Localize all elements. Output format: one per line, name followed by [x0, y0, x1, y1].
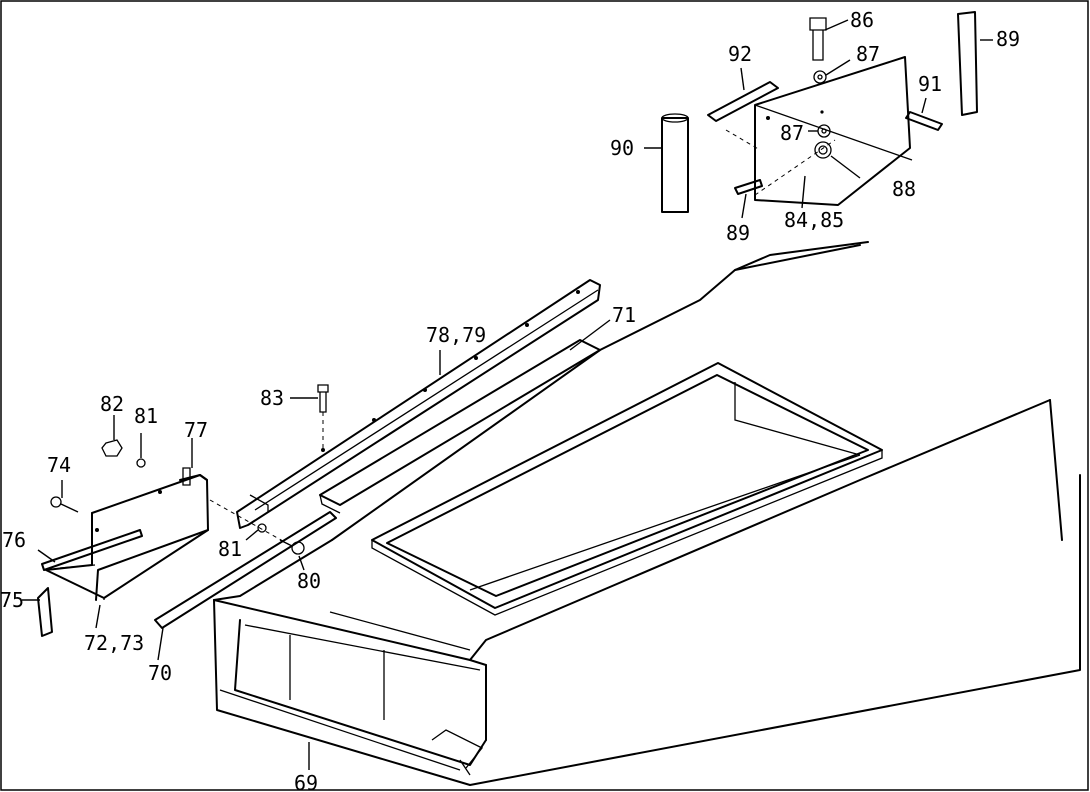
label-87-lower: 87: [780, 121, 804, 145]
leader-lines: [22, 19, 993, 770]
cover-84-85: [754, 56, 913, 206]
label-81-upper: 81: [134, 404, 158, 428]
rail-78-79: [236, 279, 601, 529]
label-76: 76: [2, 528, 26, 552]
label-75: 75: [0, 588, 24, 612]
bolt-83: [317, 384, 329, 450]
rail-71: [319, 339, 601, 514]
label-88: 88: [892, 177, 916, 201]
strip-92: [707, 81, 779, 122]
bar-90: [661, 113, 689, 213]
label-80: 80: [297, 569, 321, 593]
assembly-line-right: [725, 129, 761, 151]
nut-82: [101, 439, 123, 457]
strip-91: [905, 111, 943, 131]
pin-77: [182, 467, 191, 486]
label-72-73: 72,73: [84, 631, 144, 655]
label-92: 92: [728, 42, 752, 66]
washer-87-upper: [813, 70, 827, 84]
label-89-upper: 89: [996, 27, 1020, 51]
tray-frame: [371, 362, 883, 616]
bar-89-right: [957, 11, 978, 116]
rail-70: [154, 511, 337, 629]
label-91: 91: [918, 72, 942, 96]
label-81-lower: 81: [218, 537, 242, 561]
bolt-74: [50, 496, 79, 513]
pin-hole: [820, 110, 824, 114]
label-84-85: 84,85: [784, 208, 844, 232]
washer-81-upper: [136, 458, 146, 468]
label-77: 77: [184, 418, 208, 442]
label-83: 83: [260, 386, 284, 410]
label-89-lower: 89: [726, 221, 750, 245]
label-71: 71: [612, 303, 636, 327]
plate-75: [37, 587, 53, 637]
label-90: 90: [610, 136, 634, 160]
label-78-79: 78,79: [426, 323, 486, 347]
nut-88: [814, 141, 832, 159]
bracket-72-73: [45, 474, 209, 601]
bolt-86: [809, 17, 827, 61]
label-69: 69: [294, 771, 318, 792]
frame-body-69: [213, 241, 1081, 786]
label-87-upper: 87: [856, 42, 880, 66]
tab-89-lower: [734, 179, 763, 195]
label-70: 70: [148, 661, 172, 685]
label-86: 86: [850, 8, 874, 32]
washer-81-lower: [257, 523, 267, 533]
strip-76: [41, 529, 143, 571]
label-82: 82: [100, 392, 124, 416]
label-74: 74: [47, 453, 71, 477]
